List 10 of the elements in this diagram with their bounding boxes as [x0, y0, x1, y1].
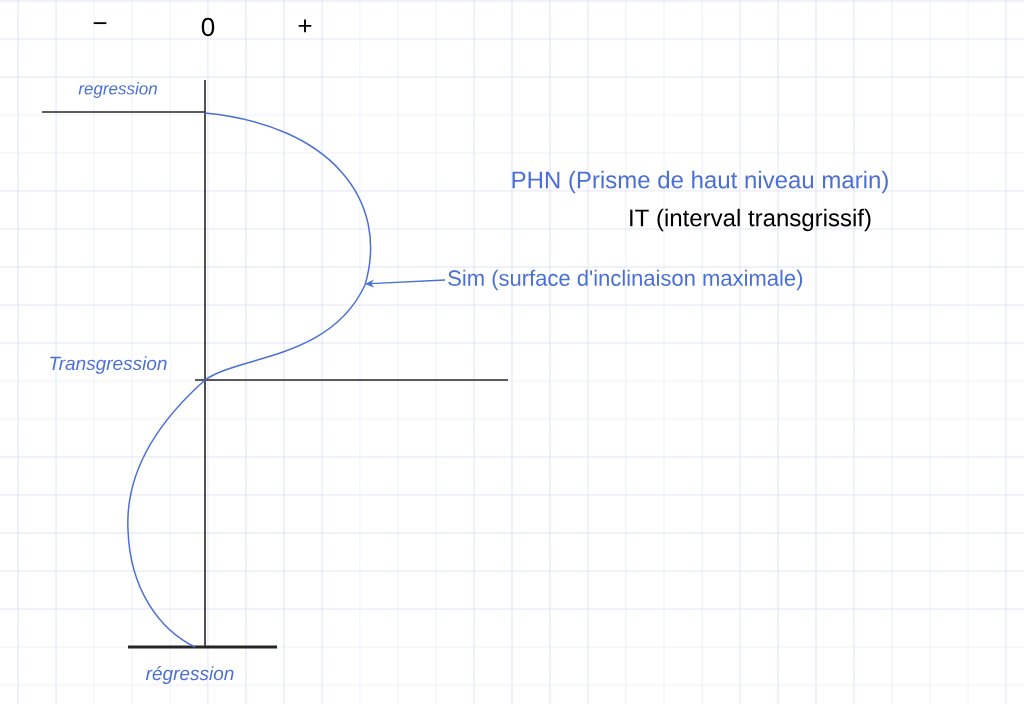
sign-label: 0	[201, 17, 215, 37]
sign-label: −	[93, 22, 107, 25]
leader-arrow	[365, 279, 446, 288]
axis-label: régression	[145, 666, 234, 684]
axis-label: Transgression	[50, 356, 167, 374]
annotation-text: Sim (surface d'inclinaison maximale)	[448, 269, 803, 291]
annotation-text: PHN (Prisme de haut niveau marin)	[512, 170, 888, 194]
sign-label: +	[298, 19, 312, 33]
axis-label: regression	[78, 82, 157, 98]
annotation-text: IT (interval transgrissif)	[630, 208, 871, 232]
